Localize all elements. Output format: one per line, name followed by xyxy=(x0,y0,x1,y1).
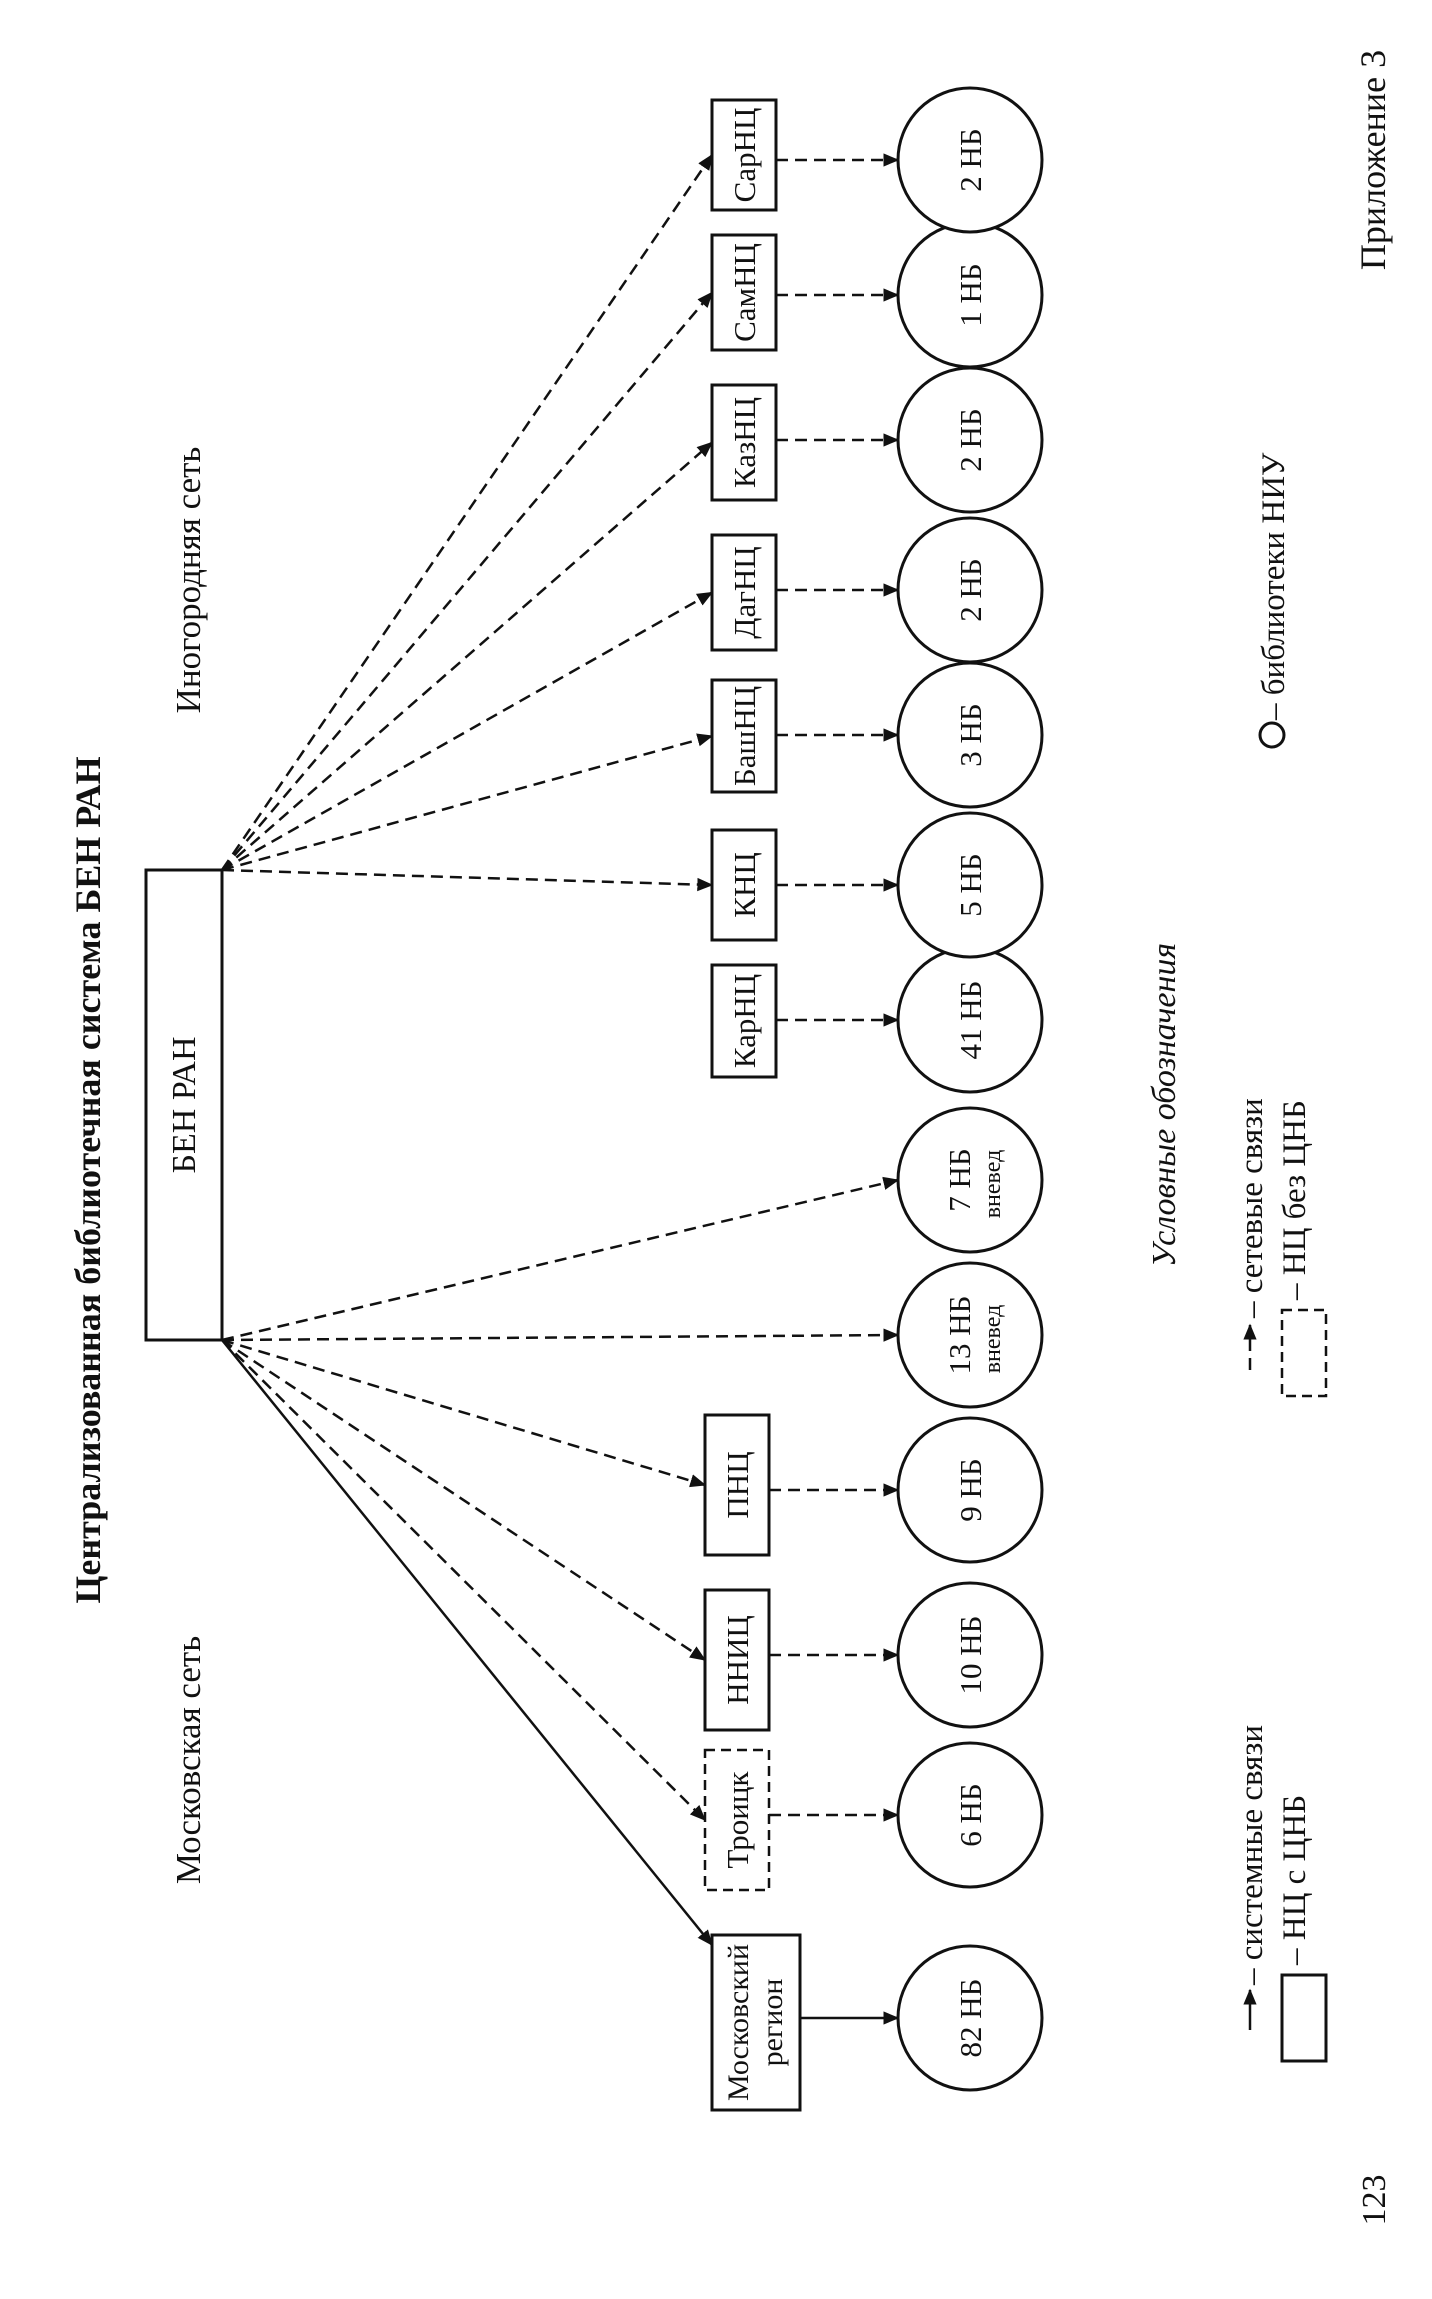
center-label-bashnts: БашНЦ xyxy=(727,686,762,786)
library-label-l1: 82 НБ xyxy=(953,1979,988,2058)
library-label-l9: 3 НБ xyxy=(953,703,988,766)
library-node-l13: 2 НБ xyxy=(896,86,1044,234)
library-node-l8: 5 НБ xyxy=(896,811,1044,959)
library-node-l3: 10 НБ xyxy=(896,1581,1044,1729)
center-node-knts: КНЦ xyxy=(710,828,778,942)
edges-layer xyxy=(220,153,900,2025)
center-node-sarnts: СарНЦ xyxy=(710,98,778,212)
library-label-l5: 13 НБ xyxy=(942,1296,977,1375)
library-node-l4: 9 НБ xyxy=(896,1416,1044,1564)
edge-root-to-kaznts xyxy=(221,441,714,871)
library-label-l7: 41 НБ xyxy=(953,981,988,1060)
edge-root-to-knts xyxy=(221,868,714,892)
library-node-l12: 1 НБ xyxy=(896,221,1044,369)
legend-heading: Условные обозначения xyxy=(1146,943,1183,1267)
moscow-network-label: Московская сеть xyxy=(169,1636,208,1884)
appendix-label: Приложение 3 xyxy=(1353,50,1393,270)
legend-circle-icon xyxy=(1258,721,1286,749)
center-node-pnts: ПНЦ xyxy=(703,1413,771,1557)
center-label-karnts: КарНЦ xyxy=(727,974,762,1068)
library-label-l6: 7 НБ xyxy=(942,1148,977,1211)
center-label-dagnts: ДагНЦ xyxy=(727,546,762,638)
edge-root-to-pnts xyxy=(221,1338,707,1488)
center-label-troitsk: Троицк xyxy=(720,1771,755,1869)
edge-root-to-l6 xyxy=(221,1176,900,1342)
library-node-l1: 82 НБ xyxy=(896,1944,1044,2092)
library-node-l11: 2 НБ xyxy=(896,366,1044,514)
library-label-l3: 10 НБ xyxy=(953,1616,988,1695)
library-node-l2: 6 НБ xyxy=(896,1741,1044,1889)
legend-nc-with-cnb: – НЦ с ЦНБ xyxy=(1277,1795,1313,1966)
library-label-l2: 6 НБ xyxy=(953,1783,988,1846)
center-label-nnits: ННИЦ xyxy=(720,1615,755,1705)
root-node-ben-ran: БЕН РАН xyxy=(144,868,224,1342)
library-node-l10: 2 НБ xyxy=(896,516,1044,664)
center-label-mosreg-line2: регион xyxy=(756,1979,789,2067)
center-node-samnts: СамНЦ xyxy=(710,233,778,352)
edge-root-to-mosreg xyxy=(221,1339,713,1947)
page-number: 123 xyxy=(1356,2175,1393,2226)
center-label-samnts: СамНЦ xyxy=(727,243,762,342)
library-label-l11: 2 НБ xyxy=(953,408,988,471)
legend-solid-box-icon xyxy=(1280,1973,1328,2063)
library-label-l12: 1 НБ xyxy=(953,263,988,326)
center-label-mosreg-line1: Московский xyxy=(722,1944,755,2101)
center-node-troitsk: Троицк xyxy=(703,1748,771,1892)
library-label-l13: 2 НБ xyxy=(953,128,988,191)
center-label-knts: КНЦ xyxy=(727,852,762,917)
regional-network-label: Иногородняя сеть xyxy=(169,447,208,714)
library-label-l4: 9 НБ xyxy=(953,1458,988,1521)
legend-dashed-box-icon xyxy=(1280,1308,1328,1398)
edge-root-to-l5 xyxy=(221,1328,900,1342)
center-node-bashnts: БашНЦ xyxy=(710,678,778,794)
library-sublabel-l5: вневед xyxy=(980,1305,1006,1374)
library-sublabel-l6: вневед xyxy=(980,1150,1006,1219)
center-label-sarnts: СарНЦ xyxy=(727,108,762,203)
center-label-kaznts: КазНЦ xyxy=(727,397,762,488)
edge-root-to-dagnts xyxy=(221,591,714,872)
center-node-karnts: КарНЦ xyxy=(710,963,778,1079)
center-node-nnits: ННИЦ xyxy=(703,1588,771,1732)
legend-network-links: – сетевые связи xyxy=(1234,1098,1270,1319)
center-node-kaznts: КазНЦ xyxy=(710,383,778,502)
edge-root-to-nnits xyxy=(221,1338,707,1662)
edge-root-to-samnts xyxy=(221,291,713,871)
legend-nc-without-cnb: – НЦ без ЦНБ xyxy=(1277,1100,1313,1301)
center-node-dagnts: ДагНЦ xyxy=(710,533,778,652)
library-node-l9: 3 НБ xyxy=(896,661,1044,809)
legend-system-links: – системные связи xyxy=(1234,1725,1270,1986)
root-node-label: БЕН РАН xyxy=(166,1036,203,1173)
edge-root-to-bashnts xyxy=(221,733,714,872)
library-label-l10: 2 НБ xyxy=(953,558,988,621)
legend: Условные обозначения – системные связи –… xyxy=(1146,452,1328,2063)
edge-root-to-sarnts xyxy=(220,153,714,871)
legend-research-libraries: – библиотеки НИУ xyxy=(1256,452,1292,721)
library-node-l7: 41 НБ xyxy=(896,946,1044,1094)
library-label-l8: 5 НБ xyxy=(953,853,988,916)
diagram-title: Централизованная библиотечная система БЕ… xyxy=(68,756,108,1603)
center-label-pnts: ПНЦ xyxy=(720,1451,755,1518)
